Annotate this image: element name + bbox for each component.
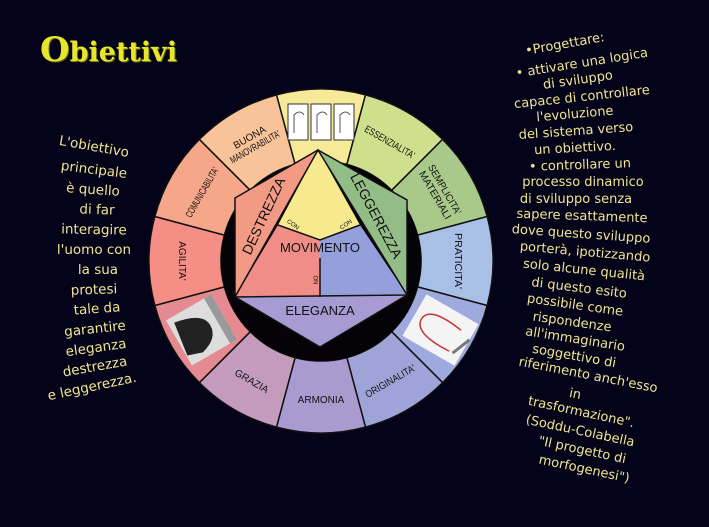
segment-label-line: ARMONIA [298, 395, 345, 406]
left-text-line: la sua [77, 262, 119, 278]
hand-drawings-image [287, 103, 355, 141]
movimento-blue [320, 225, 407, 297]
hand-photo-image [165, 294, 238, 366]
wire-photo-image [402, 294, 479, 366]
movimento-red [235, 225, 320, 297]
no-label: NO [314, 275, 320, 284]
eleganza-wedge [235, 295, 407, 347]
right-text-line: processo dinamico [522, 175, 644, 190]
movimento-yellow [278, 150, 360, 240]
title-initial: O [40, 30, 70, 70]
movimento-label: MOVIMENTO [280, 240, 360, 255]
segment-label-line: PRATICITA' [452, 233, 463, 289]
segment-label-line: AGILITA' [176, 241, 187, 281]
segment-label: AGILITA' [176, 241, 187, 281]
right-text-line: di sviluppo senza [519, 192, 633, 207]
segment-label: PRATICITA' [452, 233, 463, 289]
page-title: Obiettivi [40, 30, 177, 70]
inner-outlines [233, 148, 409, 348]
title-rest: biettivi [69, 37, 178, 68]
left-text-line: l'uomo con [56, 242, 132, 258]
eleganza-label: ELEGANZA [285, 303, 355, 318]
segment-label: ARMONIA [298, 395, 345, 406]
